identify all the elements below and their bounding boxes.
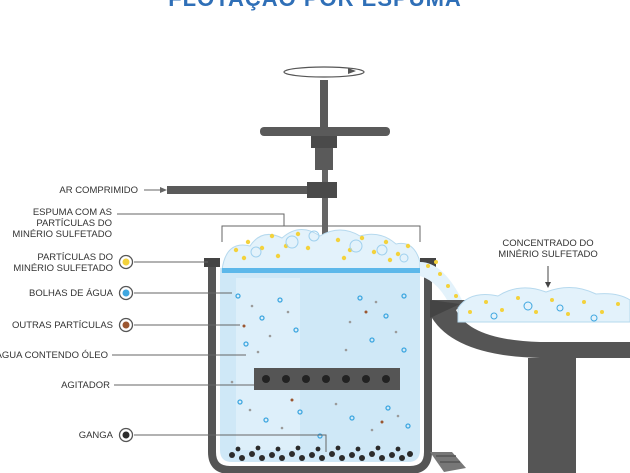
label-compressed-air: AR COMPRIMIDO bbox=[59, 185, 138, 196]
flotation-tank bbox=[208, 262, 432, 473]
label-gangue: GANGA bbox=[78, 430, 113, 441]
tank-particles bbox=[230, 293, 411, 439]
rotation-arrow-icon bbox=[283, 66, 365, 78]
label-agitator: AGITADOR bbox=[61, 380, 110, 391]
label-concentrate: CONCENTRADO DO MINÉRIO SULFETADO bbox=[498, 238, 598, 260]
label-mineral-particles: PARTÍCULAS DO MINÉRIO SULFETADO bbox=[13, 252, 113, 274]
foam-overflow bbox=[420, 260, 464, 310]
mineral-particle-icon bbox=[118, 254, 134, 270]
gangue-sediment bbox=[229, 445, 413, 461]
label-other-particles: OUTRAS PARTÍCULAS bbox=[11, 320, 113, 331]
leader-lines bbox=[112, 187, 421, 452]
concentrate-trough bbox=[430, 287, 630, 473]
agitator-impeller bbox=[254, 368, 400, 390]
foam-layer bbox=[221, 229, 421, 273]
label-oily-water: ÁGUA CONTENDO ÓLEO bbox=[0, 350, 108, 361]
compressed-air-pipe bbox=[167, 182, 337, 198]
water-bubble-icon bbox=[118, 285, 134, 301]
label-foam: ESPUMA COM AS PARTÍCULAS DO MINÉRIO SULF… bbox=[12, 207, 112, 240]
diagram-title: FLOTAÇÃO POR ESPUMA bbox=[0, 0, 630, 12]
label-water-bubbles: BOLHAS DE ÁGUA bbox=[29, 288, 113, 299]
bubble-surface-line bbox=[222, 268, 420, 273]
other-particle-icon bbox=[118, 317, 134, 333]
gangue-icon bbox=[118, 427, 134, 443]
